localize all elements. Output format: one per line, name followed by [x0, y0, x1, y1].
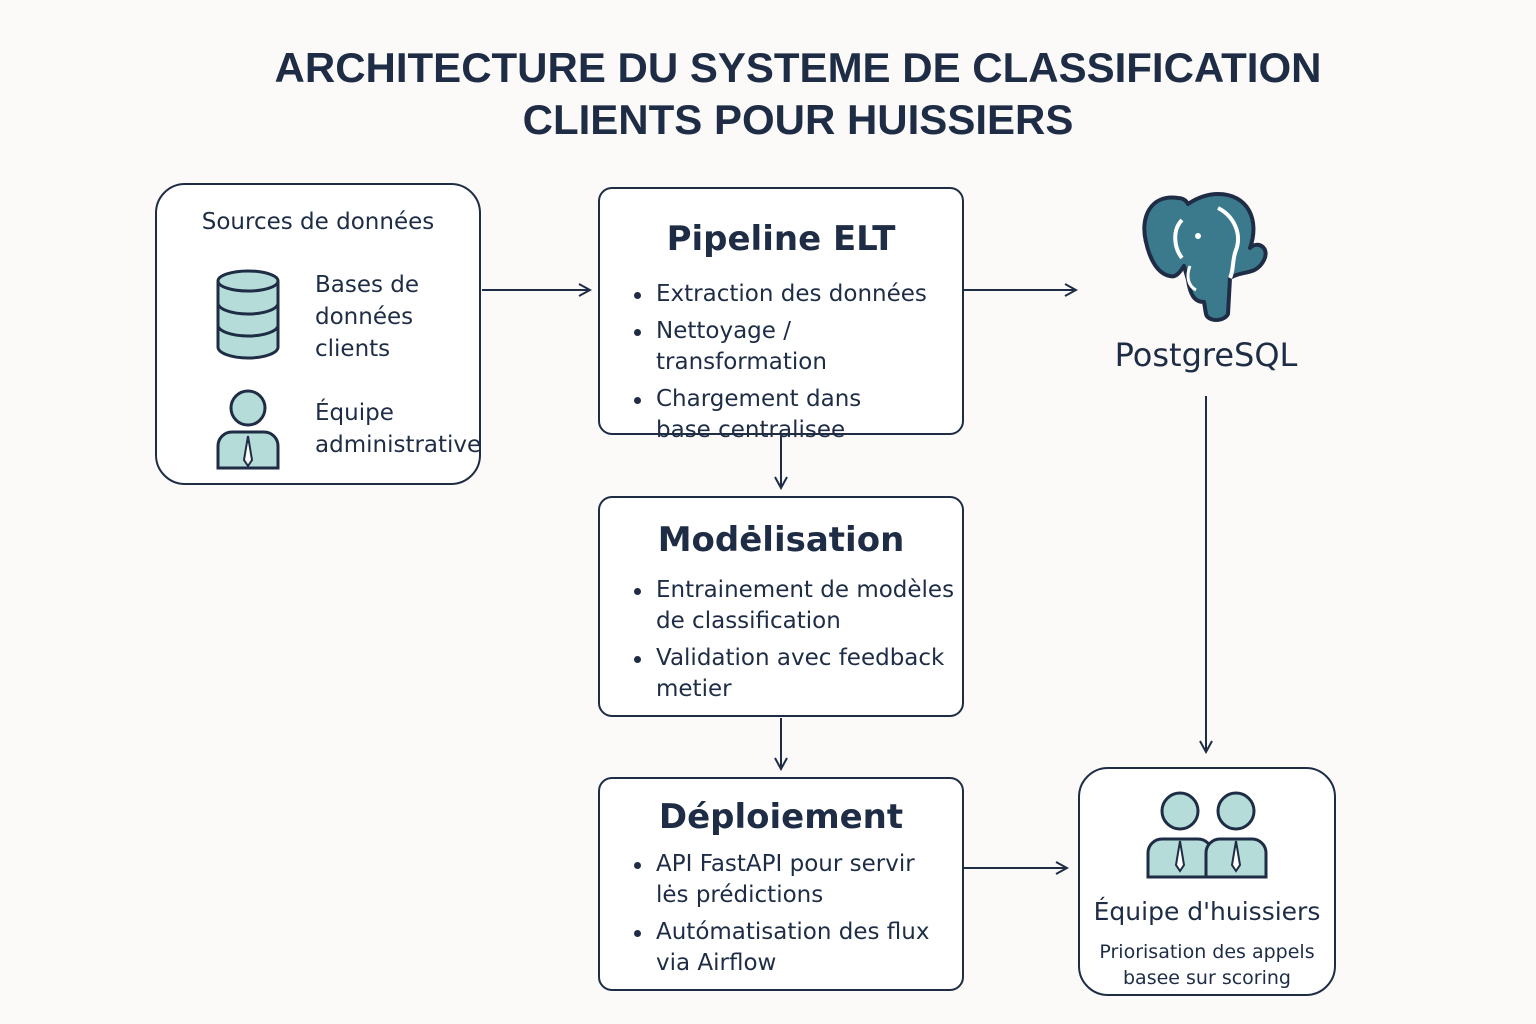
pipeline-list: Extraction des données Nettoyage / trans… [632, 279, 962, 452]
user-icon [216, 389, 280, 470]
list-item: Nettoyage / transformation [632, 316, 962, 378]
modelisation-title: Modėlisation [657, 520, 905, 560]
team-subtitle: Priorisation des appels basee sur scorin… [1099, 941, 1315, 989]
source-label-databases: Bases de données clients [315, 272, 420, 362]
pipeline-box: Pipeline ELT Extraction des données Nett… [598, 187, 964, 443]
database-icon [216, 269, 280, 360]
deploiement-box: Déploiement API FastAPI pour servir lės … [598, 777, 964, 991]
team-title: Équipe d'huissiers [1093, 897, 1321, 926]
list-item: Entrainement de modèles de classificatio… [632, 575, 962, 637]
postgresql-label: PostgreSQL [1114, 336, 1298, 374]
list-item: Autómatisation des flux via Airflow [632, 917, 962, 979]
team-box: Équipe d'huissiers Priorisation des appe… [1078, 767, 1336, 996]
list-item: Validation avec feedback metier [632, 643, 962, 705]
list-item: API FastAPI pour servir lės prédictions [632, 849, 962, 911]
deploiement-title: Déploiement [658, 797, 904, 837]
sources-box: Sources de données Bases de données clie… [155, 183, 481, 485]
list-item: Extraction des données [632, 279, 962, 310]
diagram-title: ARCHITECTURE DU SYSTEME DE CLASSIFICATIO… [274, 44, 1322, 143]
pipeline-title: Pipeline ELT [666, 219, 896, 259]
modelisation-box: Modėlisation Entrainement de modèles de … [598, 496, 964, 717]
postgresql-elephant-icon [1142, 192, 1268, 322]
modelisation-list: Entrainement de modèles de classificatio… [632, 575, 962, 711]
team-icon [1146, 791, 1268, 879]
deploiement-list: API FastAPI pour servir lės prédictions … [632, 849, 962, 985]
source-label-admin-team: Équipe administrative [315, 400, 482, 458]
sources-heading: Sources de données [201, 209, 435, 235]
